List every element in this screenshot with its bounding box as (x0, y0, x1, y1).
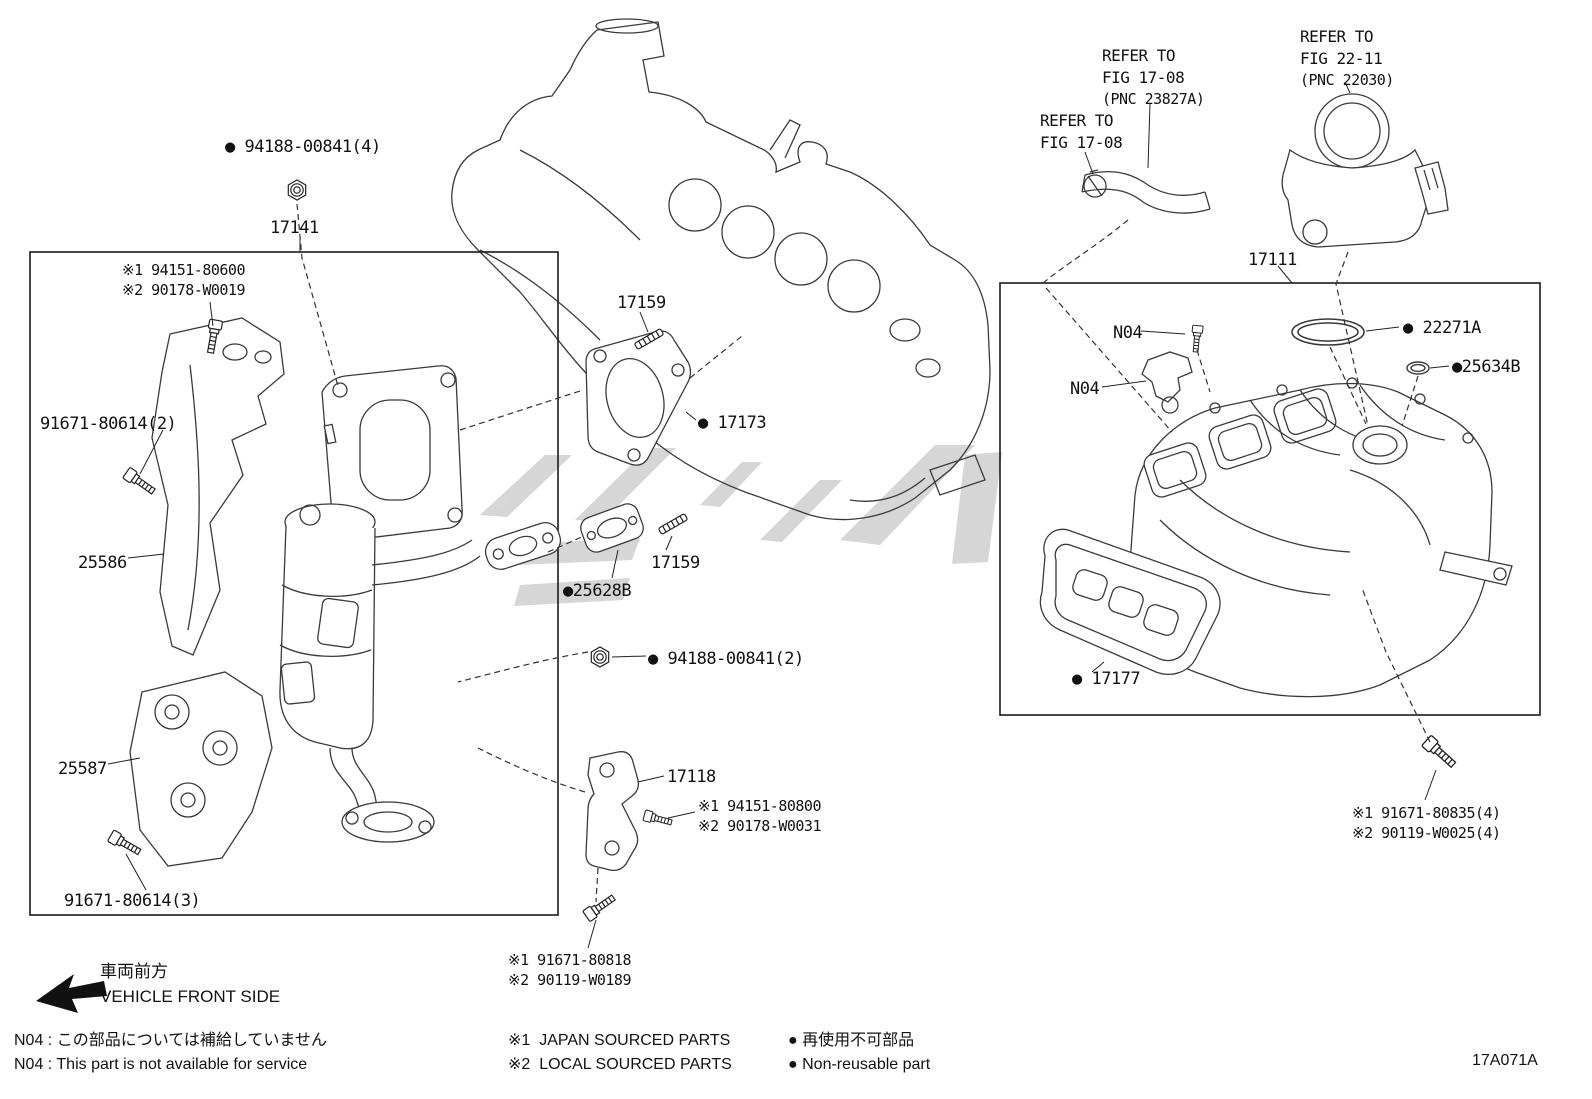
label-refer-22030-1: REFER TO (1300, 27, 1374, 46)
engine-block-drawing (451, 18, 991, 521)
hose-clamp-drawing (1081, 169, 1211, 214)
label-bolt-91671-80818: ※1 91671-80818 (508, 951, 631, 969)
drawing-code: 17A071A (1472, 1052, 1538, 1069)
watermark (480, 445, 1002, 606)
right-part-group-box (999, 282, 1541, 716)
leader-lines (107, 81, 1450, 949)
label-bolt-91671-80614-2: 91671-80614(2) (40, 414, 177, 434)
label-bolt-91671-80614-3: 91671-80614(3) (64, 891, 201, 911)
label-gasket-17177: ● 17177 (1072, 669, 1141, 689)
bolt-icon (1189, 324, 1204, 353)
label-bolt-90119-w0025: ※2 90119-W0025(4) (1352, 824, 1501, 842)
throttle-body-drawing (1281, 93, 1449, 248)
nut-icon (287, 179, 307, 201)
label-n04-bolt: N04 (1113, 323, 1143, 343)
label-stud-90178-w0019: ※2 90178-W0019 (122, 281, 245, 299)
gasket-25628b-drawing (580, 503, 644, 553)
legend-local-sourced: ※2 LOCAL SOURCED PARTS (508, 1056, 732, 1073)
n04-note-en: N04 : This part is not available for ser… (14, 1056, 308, 1073)
gasket-17177-drawing (1039, 528, 1221, 675)
n04-note-jp: N04 : この部品については補給していません (14, 1032, 327, 1049)
label-bolt-91671-80835: ※1 91671-80835(4) (1352, 804, 1501, 822)
label-refer-23827a-2: FIG 17-08 (1102, 68, 1185, 87)
bolt-icon (642, 809, 674, 829)
oring-22271a-drawing (1291, 318, 1365, 346)
label-refer-22030-3: (PNC 22030) (1300, 71, 1394, 89)
map-sensor-n04-drawing (1141, 351, 1193, 414)
label-gasket-17173: ● 17173 (698, 413, 767, 433)
label-refer-23827a-3: (PNC 23827A) (1102, 90, 1205, 108)
stud-icon (657, 512, 689, 536)
bolt-icon (582, 891, 618, 923)
oring-25634b-drawing (1406, 361, 1430, 375)
label-part-17141: 17141 (270, 218, 319, 238)
label-part-17111: 17111 (1248, 250, 1297, 270)
label-bracket-17118: 17118 (667, 767, 716, 787)
label-bolt-90178-w0031: ※2 90178-W0031 (698, 817, 821, 835)
label-stud-17159-top: 17159 (617, 293, 666, 313)
vehicle-front-arrow (36, 974, 107, 1013)
heat-shield-25586-drawing (151, 317, 285, 656)
legend-japan-sourced: ※1 JAPAN SOURCED PARTS (508, 1032, 731, 1049)
label-oring-25634b: ●25634B (1452, 357, 1521, 377)
legend-nonreusable-jp: ● 再使用不可部品 (788, 1032, 915, 1049)
label-nut-94188-00841-4: ● 94188-00841(4) (225, 137, 381, 157)
nut-icon (590, 646, 610, 668)
label-stud-94151-80600: ※1 94151-80600 (122, 261, 245, 279)
bolt-icon (122, 466, 158, 498)
legend-nonreusable-en: ● Non-reusable part (788, 1056, 931, 1073)
bolt-icon (1420, 734, 1459, 771)
label-refer-22030-2: FIG 22-11 (1300, 49, 1383, 68)
label-shield-25586: 25586 (78, 553, 127, 573)
label-nut-94188-00841-2: ● 94188-00841(2) (648, 649, 804, 669)
vehicle-front-label-en: VEHICLE FRONT SIDE (100, 987, 281, 1006)
intake-manifold-drawing (1127, 377, 1513, 698)
label-bolt-90119-w0189: ※2 90119-W0189 (508, 971, 631, 989)
label-n04-sensor: N04 (1070, 379, 1100, 399)
label-bolt-94151-80800: ※1 94151-80800 (698, 797, 821, 815)
label-shield-25587: 25587 (58, 759, 107, 779)
label-refer-hose-2: FIG 17-08 (1040, 133, 1123, 152)
exhaust-manifold-converter-drawing (279, 365, 562, 843)
vehicle-front-label-jp: 車両前方 (100, 962, 168, 981)
bracket-17118-drawing (585, 751, 640, 872)
dashed-leader-lines (296, 203, 1431, 903)
label-oring-22271a: ● 22271A (1403, 318, 1481, 338)
left-part-group-box (29, 251, 559, 916)
bolt-icon (106, 829, 144, 859)
label-refer-23827a-1: REFER TO (1102, 46, 1176, 65)
heat-shield-25587-drawing (129, 671, 273, 867)
label-gasket-25628b: ●25628B (563, 581, 632, 601)
label-stud-17159-bottom: 17159 (651, 553, 700, 573)
gasket-17173-drawing (585, 330, 692, 466)
label-refer-hose-1: REFER TO (1040, 111, 1114, 130)
